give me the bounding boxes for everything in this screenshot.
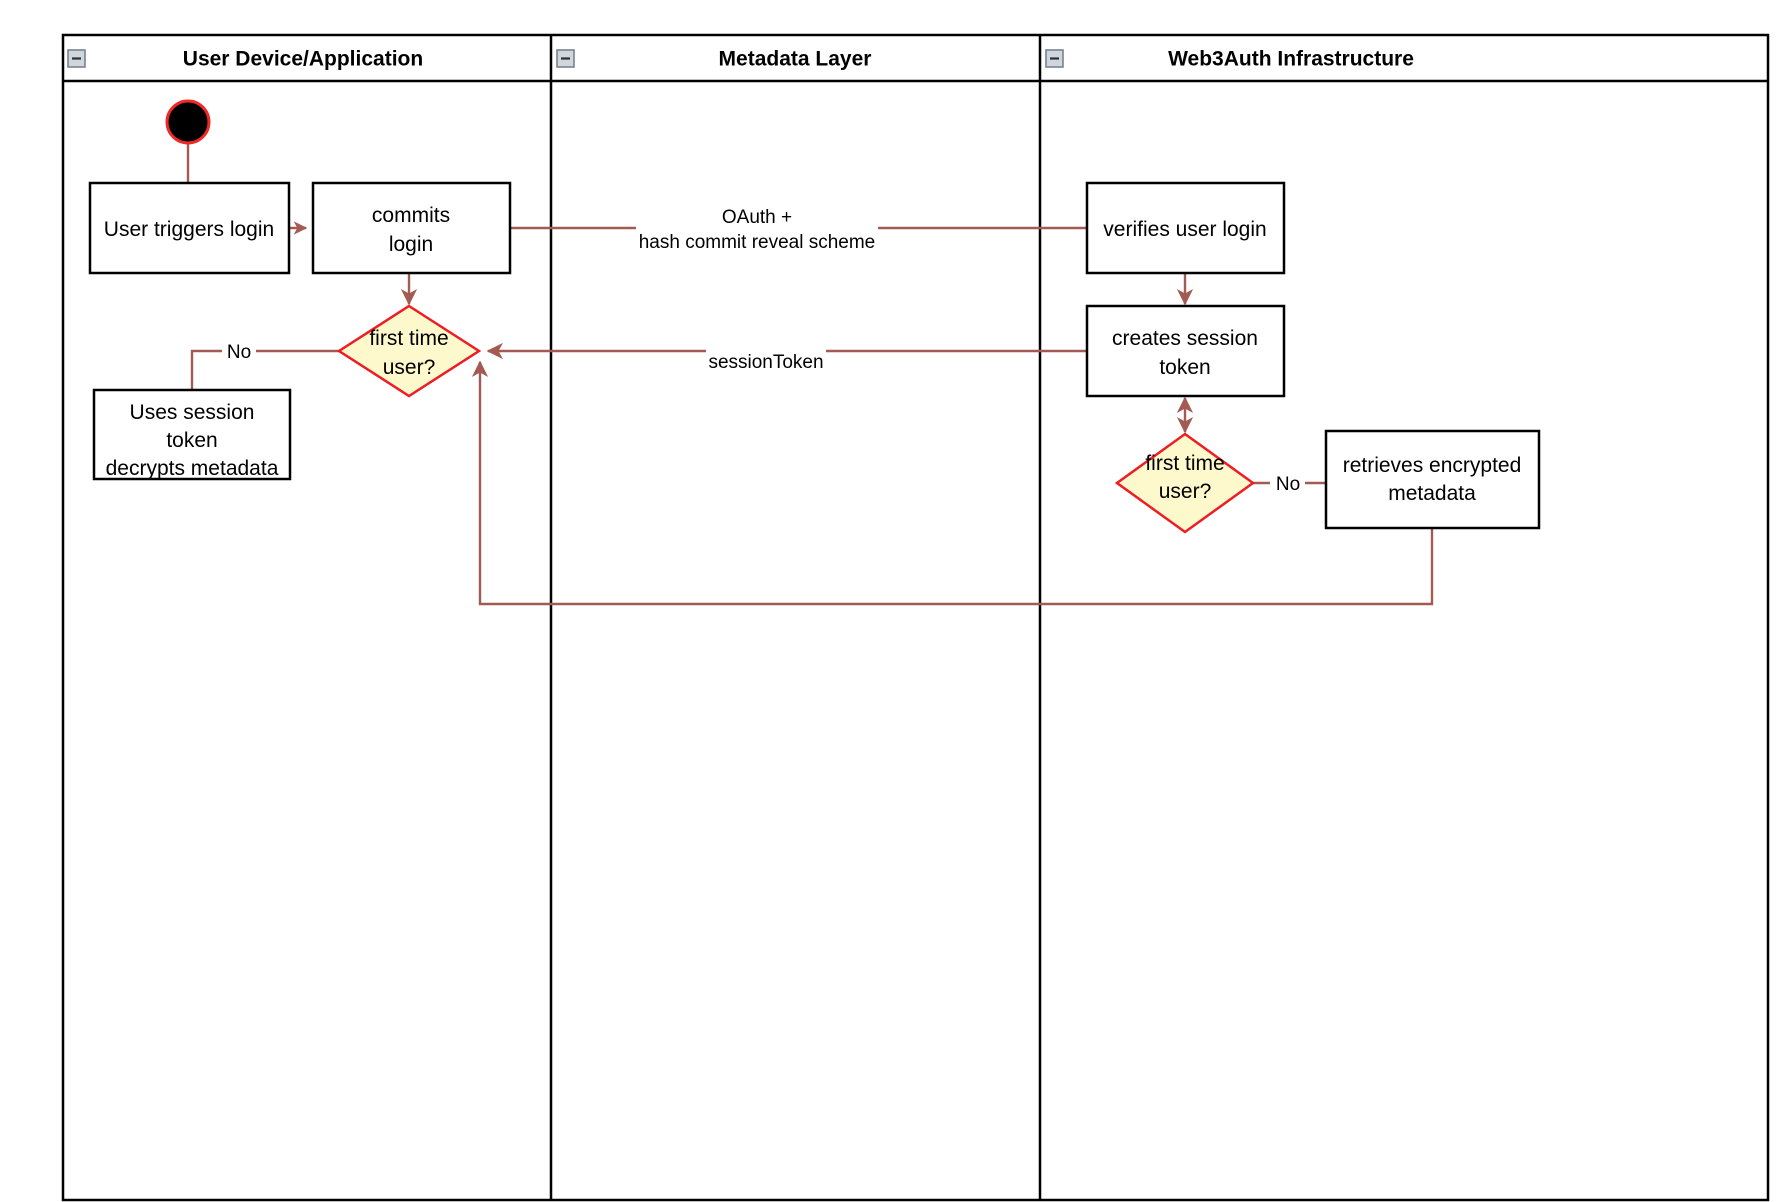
- collapse-minus-icon[interactable]: [556, 49, 575, 68]
- node-retrieves-encrypted-metadata[interactable]: retrieves encrypted metadata: [1324, 429, 1541, 530]
- node-verifies-user-login[interactable]: verifies user login: [1085, 181, 1286, 275]
- lane-title-web3auth: Web3Auth Infrastructure: [1168, 48, 1414, 71]
- decision-diamond: [1114, 432, 1256, 534]
- node-label-line-1: User triggers login: [104, 218, 274, 241]
- collapse-minus-icon[interactable]: [67, 49, 86, 68]
- node-label-line-1: first time: [369, 327, 448, 350]
- node-first-time-user-right[interactable]: first time user?: [1114, 432, 1256, 534]
- node-user-triggers-login[interactable]: User triggers login: [88, 181, 291, 275]
- node-label-line-2: metadata: [1388, 482, 1476, 505]
- node-label-line-3: decrypts metadata: [106, 457, 279, 480]
- node-label-line-1: Uses session: [130, 401, 255, 424]
- activity-box: [311, 181, 512, 275]
- edge-retrieves-encrypted-metadata-return-to-left-decision: [471, 360, 1434, 606]
- node-label-line-2: user?: [1159, 480, 1212, 503]
- node-first-time-user-left[interactable]: first time user?: [336, 304, 482, 398]
- lane-header-metadata[interactable]: Metadata Layer: [556, 48, 872, 71]
- node-label-line-1: retrieves encrypted: [1343, 454, 1522, 477]
- activity-box: [92, 388, 292, 481]
- node-label-line-1: creates session: [1112, 327, 1258, 350]
- start-node[interactable]: [165, 99, 211, 145]
- node-label-line-1: commits: [372, 204, 450, 227]
- edge-label-oauth-line-2: hash commit reveal scheme: [639, 232, 876, 253]
- node-label-line-2: token: [1159, 356, 1210, 379]
- lane-header-user-device[interactable]: User Device/Application: [67, 48, 423, 71]
- node-label-line-1: verifies user login: [1103, 218, 1266, 241]
- activity-box: [1324, 429, 1541, 530]
- decision-diamond: [336, 304, 482, 398]
- edge-label-no-left: No: [227, 342, 251, 363]
- node-label-line-2: token: [166, 429, 217, 452]
- edge-no-to-uses-session-token: [190, 349, 222, 390]
- edge-label-session-token: sessionToken: [708, 352, 823, 373]
- edge-label-no-right: No: [1276, 474, 1300, 495]
- lane-header-web3auth[interactable]: Web3Auth Infrastructure: [1045, 48, 1414, 71]
- activity-box: [88, 181, 291, 275]
- start-node-circle-icon: [165, 99, 211, 145]
- node-label-line-2: user?: [383, 356, 436, 379]
- lane-title-user-device: User Device/Application: [183, 48, 423, 71]
- activity-box: [1085, 181, 1286, 275]
- node-label-line-1: first time: [1145, 452, 1224, 475]
- edge-label-oauth-line-1: OAuth +: [722, 207, 792, 228]
- lane-title-metadata: Metadata Layer: [719, 48, 872, 71]
- node-commits-login[interactable]: commits login: [311, 181, 512, 275]
- node-label-line-2: login: [389, 233, 433, 256]
- collapse-minus-icon[interactable]: [1045, 49, 1064, 68]
- node-creates-session-token[interactable]: creates session token: [1085, 304, 1286, 398]
- edge-label-oauth: OAuth + hash commit reveal scheme: [639, 207, 876, 253]
- node-uses-session-token[interactable]: Uses session token decrypts metadata: [92, 388, 292, 481]
- activity-box: [1085, 304, 1286, 398]
